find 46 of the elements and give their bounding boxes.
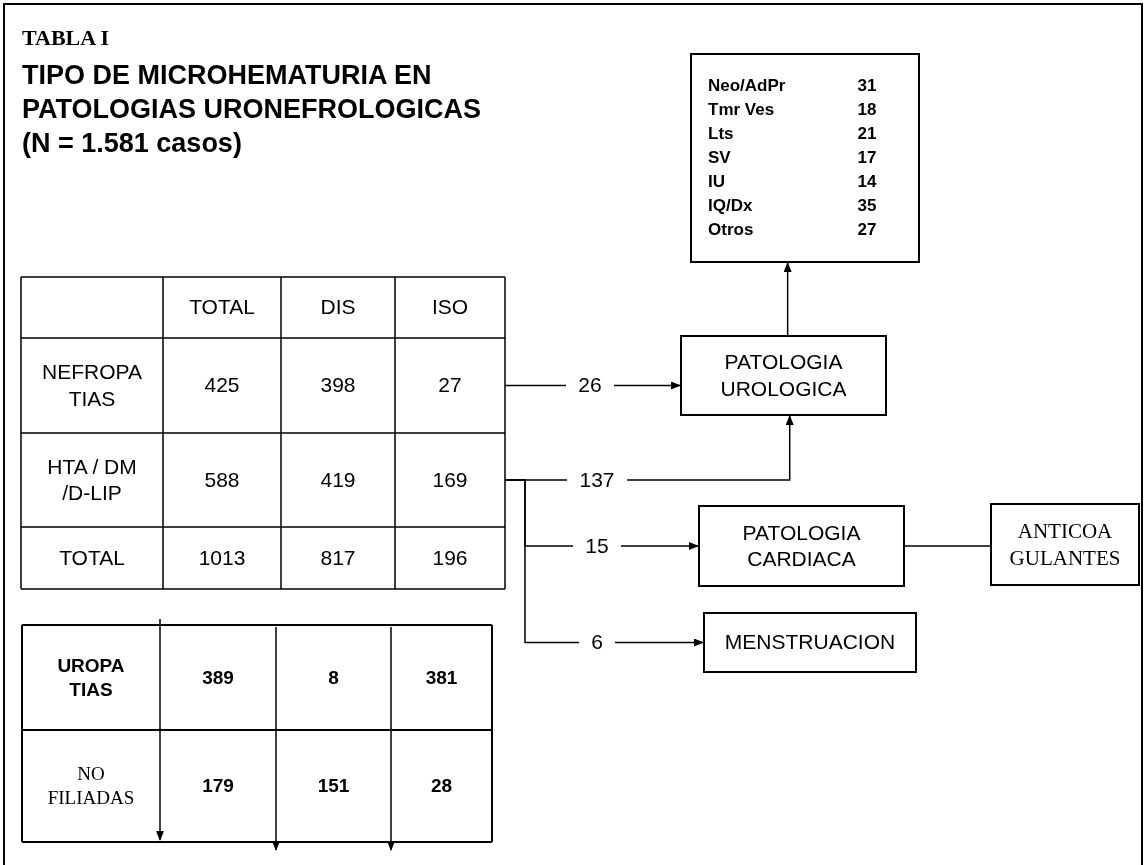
cell-value: 425 bbox=[204, 372, 240, 399]
process-box: ANTICOA GULANTES bbox=[990, 503, 1140, 586]
cell-value: 28 bbox=[430, 774, 453, 798]
cell-value: 398 bbox=[320, 372, 356, 399]
cell-value: 196 bbox=[432, 544, 468, 571]
count-text: 35 bbox=[856, 195, 878, 217]
cell-value: 817 bbox=[320, 544, 356, 571]
category-text: Otros bbox=[708, 219, 755, 241]
row-header: NEFROPA TIAS bbox=[41, 359, 143, 412]
category-text: IU bbox=[708, 171, 726, 193]
list-box bbox=[690, 53, 920, 263]
cell-value: 381 bbox=[425, 665, 458, 690]
category-text: Tmr Ves bbox=[708, 99, 776, 121]
count-text: 27 bbox=[856, 219, 878, 241]
cell-value: 419 bbox=[320, 466, 356, 493]
cell-value: 1013 bbox=[198, 544, 246, 571]
cell-value: 389 bbox=[202, 665, 234, 690]
title: TIPO DE MICROHEMATURIA EN PATOLOGIAS URONEFROLOGICAS (N = 1.581 casos) bbox=[22, 58, 482, 160]
count-text: 18 bbox=[856, 99, 878, 121]
cell-value: 588 bbox=[204, 466, 240, 493]
process-box: PATOLOGIA CARDIACA bbox=[698, 505, 905, 587]
category-text: SV bbox=[708, 147, 732, 169]
process-box: MENSTRUACION bbox=[703, 612, 917, 673]
cell-value: 179 bbox=[202, 774, 234, 798]
process-box: PATOLOGIA UROLOGICA bbox=[680, 335, 887, 416]
column-header: DIS bbox=[320, 294, 356, 321]
count-text: 14 bbox=[856, 171, 878, 193]
category-text: Neo/AdPr bbox=[708, 75, 787, 97]
arrow bbox=[783, 262, 792, 336]
row-header: UROPA TIAS bbox=[56, 653, 126, 702]
count-text: 17 bbox=[856, 147, 878, 169]
row-header: TOTAL bbox=[58, 544, 126, 571]
arrow bbox=[504, 479, 704, 647]
table-number: TABLA I bbox=[22, 24, 109, 52]
column-header: ISO bbox=[431, 294, 469, 321]
category-text: Lts bbox=[708, 123, 735, 145]
row-header: HTA / DM /D-LIP bbox=[46, 453, 138, 506]
cell-value: 151 bbox=[317, 774, 350, 798]
count-text: 31 bbox=[856, 75, 878, 97]
cell-value: 8 bbox=[328, 665, 339, 690]
row-header: NO FILIADAS bbox=[46, 762, 136, 810]
count-text: 21 bbox=[856, 123, 878, 145]
category-text: IQ/Dx bbox=[708, 195, 754, 217]
column-header: TOTAL bbox=[189, 294, 255, 321]
table-cell: 27 bbox=[395, 338, 505, 433]
table-cell: 169 bbox=[395, 433, 505, 527]
